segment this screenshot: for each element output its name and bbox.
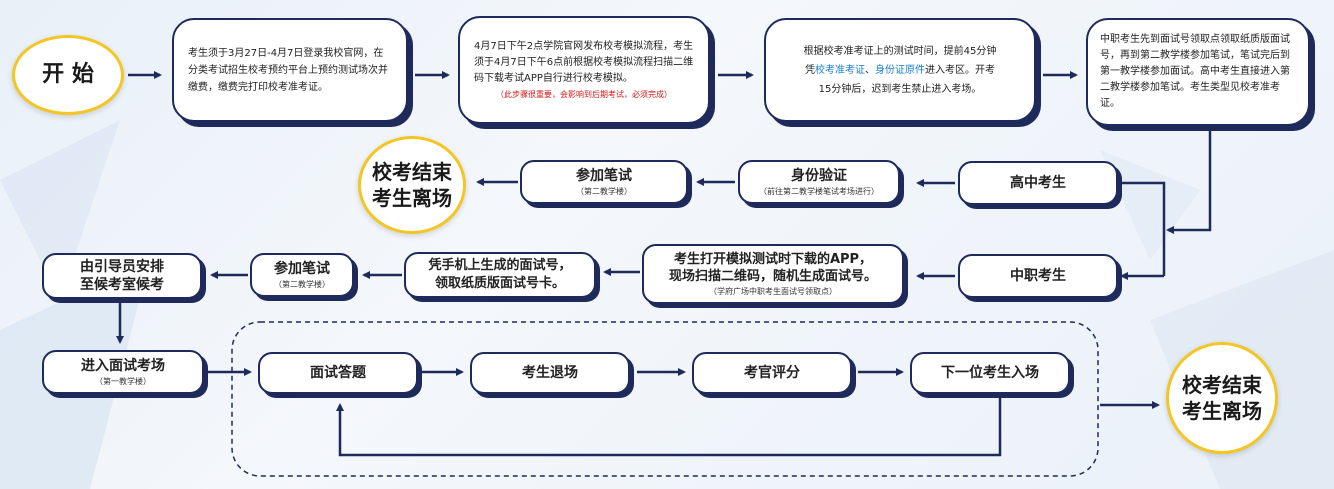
waiting-room-line2: 至候考室候考 — [80, 277, 164, 293]
written-test-sub-high: （第二教学楼） — [576, 187, 632, 196]
end-high-line1: 校考结束 — [372, 160, 452, 184]
step-entry-box: 根据校考准考证上的测试时间，提前45分钟 凭校考准考证、身份证原件进入考区。开考… — [764, 18, 1036, 122]
step-register-box: 考生须于3月27日-4月7日登录我校官网，在分类考试招生校考预约平台上预约测试场… — [172, 18, 408, 122]
app-scan-line1: 考生打开模拟测试时下载的APP， — [673, 252, 873, 267]
waiting-room-box: 由引导员安排 至候考室候考 — [42, 253, 202, 299]
end-node-final: 校考结束 考生离场 — [1166, 342, 1278, 454]
high-school-box: 高中考生 — [958, 161, 1118, 205]
written-test-box-vocational: 参加笔试 （第二教学楼） — [250, 253, 354, 297]
score-box: 考官评分 — [692, 352, 852, 394]
leave-box: 考生退场 — [470, 352, 630, 394]
entry-line-c: 进入考区。开考 — [924, 64, 995, 76]
enter-interview-sub: （第一教学楼） — [95, 377, 151, 386]
app-scan-box: 考生打开模拟测试时下载的APP， 现场扫描二维码，随机生成面试号。 （学府广场中… — [642, 244, 904, 304]
id-check-label: 身份验证 — [791, 168, 847, 184]
entry-line-a: 根据校考准考证上的测试时间，提前45分钟 — [803, 45, 997, 57]
id-check-box: 身份验证 （前往第二教学楼笔试考场进行） — [738, 160, 900, 204]
register-text: 考生须于3月27日-4月7日登录我校官网，在分类考试招生校考预约平台上预约测试场… — [188, 47, 388, 93]
vocational-label: 中职考生 — [1010, 268, 1066, 284]
end-node-high: 校考结束 考生离场 — [358, 136, 466, 234]
start-node: 开 始 — [12, 35, 124, 115]
vocational-note-text: 中职考生先到面试号领取点领取纸质版面试号，再到第二教学楼参加笔试，笔试完后到第一… — [1100, 34, 1290, 109]
leave-label: 考生退场 — [522, 365, 578, 381]
enter-interview-label: 进入面试考场 — [81, 358, 165, 374]
end-final-line1: 校考结束 — [1182, 373, 1262, 397]
written-test-sub-vocational: （第二教学楼） — [274, 280, 330, 289]
paper-ticket-box: 凭手机上生成的面试号， 领取纸质版面试号卡。 — [404, 252, 596, 298]
step-mock-box: 4月7日下午2点学院官网发布校考模拟流程，考生须于4月7日下午6点前根据校考模拟… — [458, 16, 710, 124]
start-label: 开 始 — [42, 62, 94, 87]
paper-ticket-line2: 领取纸质版面试号卡。 — [434, 276, 565, 291]
entry-line-d: 15分钟后，迟到考生禁止进入考场。 — [818, 83, 982, 95]
answer-label: 面试答题 — [310, 365, 366, 381]
id-check-sub: （前往第二教学楼笔试考场进行） — [759, 187, 879, 196]
answer-box: 面试答题 — [258, 352, 418, 394]
next-candidate-label: 下一位考生入场 — [941, 365, 1039, 381]
enter-interview-box: 进入面试考场 （第一教学楼） — [42, 350, 204, 394]
mock-warning: （此步骤很重要，会影响到后期考试，必须完成） — [496, 90, 672, 99]
app-scan-sub: （学府广场中职考生面试号领取点） — [709, 287, 837, 296]
step-vocational-note-box: 中职考生先到面试号领取点领取纸质版面试号，再到第二教学楼参加笔试，笔试完后到第一… — [1086, 18, 1310, 126]
mock-text: 4月7日下午2点学院官网发布校考模拟流程，考生须于4月7日下午6点前根据校考模拟… — [474, 41, 694, 84]
written-test-label-vocational: 参加笔试 — [274, 261, 330, 277]
written-test-label-high: 参加笔试 — [576, 168, 632, 184]
entry-line-b: 凭 — [804, 64, 815, 76]
written-test-box-high: 参加笔试 （第二教学楼） — [520, 160, 688, 204]
end-final-line2: 考生离场 — [1182, 399, 1262, 423]
end-high-line2: 考生离场 — [372, 186, 452, 210]
vocational-box: 中职考生 — [958, 254, 1118, 298]
score-label: 考官评分 — [744, 365, 800, 381]
next-candidate-box: 下一位考生入场 — [910, 352, 1070, 394]
waiting-room-line1: 由引导员安排 — [80, 259, 164, 275]
paper-ticket-line1: 凭手机上生成的面试号， — [428, 258, 572, 273]
entry-text: 根据校考准考证上的测试时间，提前45分钟 凭校考准考证、身份证原件进入考区。开考… — [804, 42, 997, 99]
entry-highlight-ticket: 校考准考证 — [814, 64, 865, 76]
high-school-label: 高中考生 — [1010, 175, 1066, 191]
entry-sep: 、 — [864, 64, 875, 76]
entry-highlight-id: 身份证原件 — [874, 64, 925, 76]
app-scan-line2: 现场扫描二维码，随机生成面试号。 — [668, 269, 877, 284]
